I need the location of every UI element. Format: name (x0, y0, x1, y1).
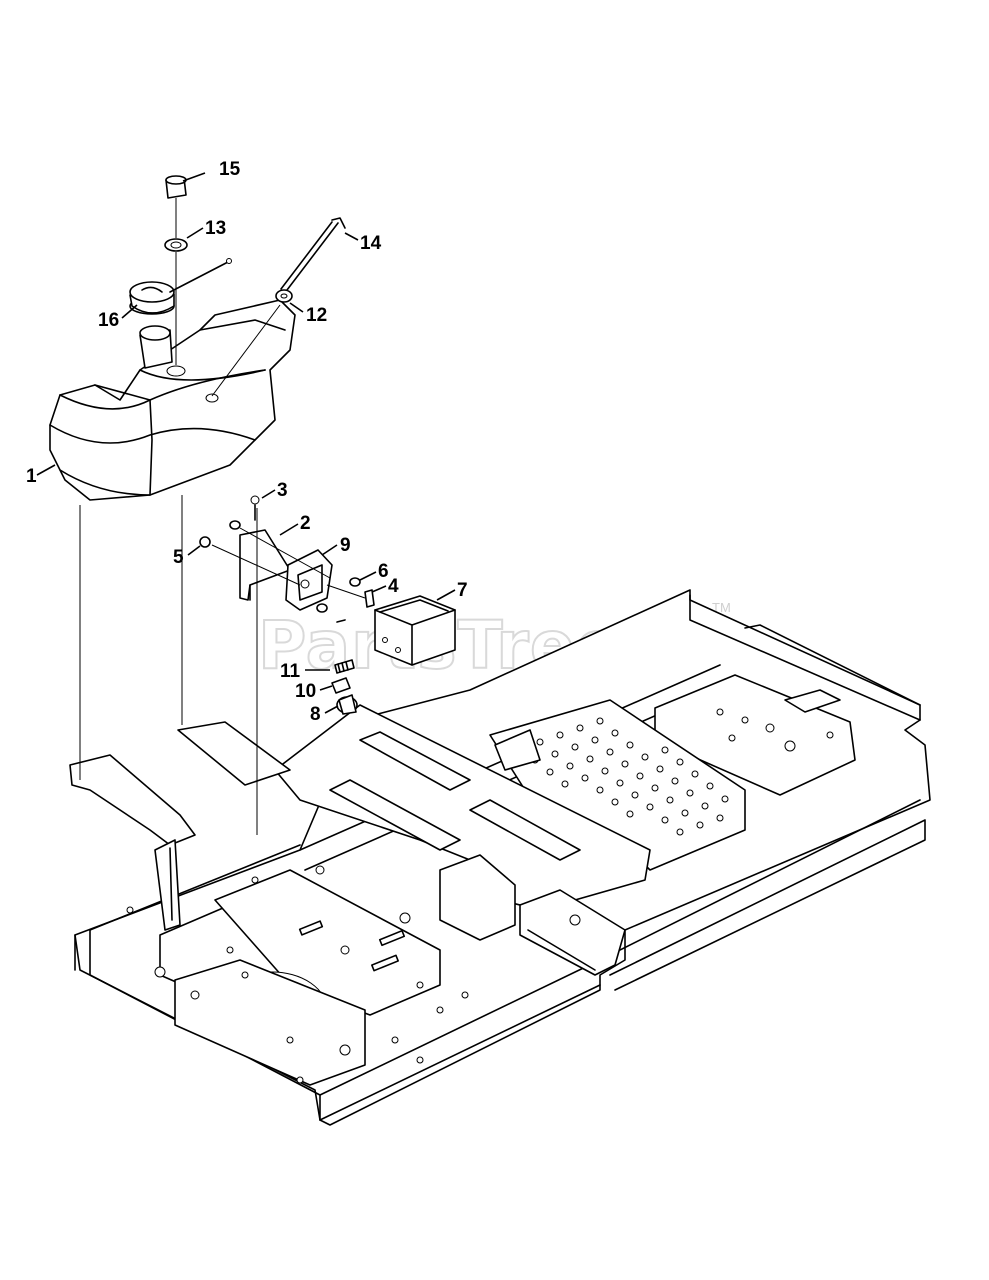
svg-text:11: 11 (280, 661, 301, 682)
callout-3: 3 (261, 480, 288, 501)
svg-text:15: 15 (219, 159, 241, 180)
svg-text:16: 16 (98, 310, 119, 331)
svg-text:14: 14 (360, 233, 382, 254)
svg-text:3: 3 (277, 480, 288, 501)
svg-text:4: 4 (388, 576, 399, 597)
callout-7: 7 (436, 580, 468, 601)
perforated-plate-holes (516, 717, 729, 836)
fuel-fittings (164, 175, 188, 365)
callout-9: 9 (321, 535, 351, 556)
svg-text:12: 12 (306, 305, 327, 326)
vent-hose (211, 217, 346, 397)
fuel-cap (129, 258, 232, 315)
callout-10: 10 (295, 681, 333, 702)
watermark-trademark: TM (712, 600, 731, 615)
svg-text:2: 2 (300, 513, 311, 534)
callout-12: 12 (289, 302, 327, 326)
callout-4: 4 (371, 576, 399, 597)
callout-6: 6 (359, 561, 389, 582)
svg-text:9: 9 (340, 535, 351, 556)
svg-text:8: 8 (310, 704, 321, 725)
callout-11: 11 (280, 661, 330, 682)
callout-2: 2 (279, 513, 311, 536)
callout-5: 5 (173, 545, 201, 568)
bracket-assembly (199, 495, 375, 623)
callouts: 15 13 14 16 12 1 3 2 (26, 159, 468, 725)
callout-1: 1 (26, 464, 56, 487)
svg-text:7: 7 (457, 580, 468, 601)
callout-14: 14 (344, 232, 382, 254)
assembly-guide-lines (79, 495, 258, 835)
svg-text:13: 13 (205, 218, 226, 239)
svg-text:5: 5 (173, 547, 184, 568)
svg-text:10: 10 (295, 681, 316, 702)
callout-8: 8 (310, 704, 339, 725)
callout-16: 16 (98, 304, 138, 331)
charcoal-canister (331, 595, 456, 715)
mower-frame (69, 589, 931, 1126)
callout-15: 15 (182, 159, 241, 182)
fuel-tank (49, 299, 296, 501)
svg-text:6: 6 (378, 561, 389, 582)
callout-13: 13 (186, 218, 226, 239)
svg-text:1: 1 (26, 466, 37, 487)
